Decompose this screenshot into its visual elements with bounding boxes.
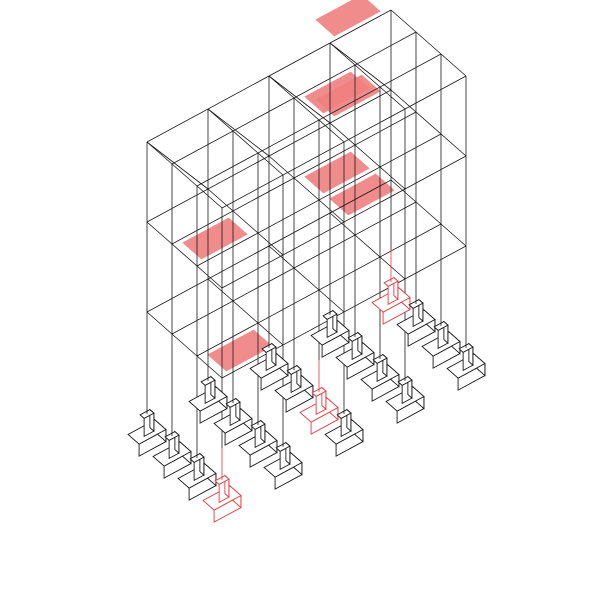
- brace-line: [207, 108, 270, 157]
- footing: [274, 338, 314, 413]
- beam-line: [146, 221, 223, 289]
- footing: [446, 316, 486, 391]
- highlighted-slab: [315, 0, 381, 37]
- beam-line: [171, 201, 417, 335]
- footing: [263, 415, 303, 490]
- beam-line: [207, 108, 284, 176]
- footing: [213, 371, 253, 446]
- beam-line: [146, 141, 223, 209]
- beam-line: [268, 245, 345, 313]
- highlighted-slab: [182, 217, 248, 260]
- beam-line: [207, 278, 284, 346]
- highlighted-slab: [207, 329, 273, 372]
- beam-line: [221, 245, 467, 379]
- footings: [127, 250, 486, 523]
- beam-line: [390, 9, 467, 77]
- footing: [152, 404, 192, 479]
- highlighted-footing: [371, 250, 411, 325]
- footing: [396, 272, 436, 347]
- beam-line: [390, 89, 467, 157]
- beam-line: [207, 188, 284, 256]
- footing: [421, 294, 461, 369]
- brace-line: [329, 42, 392, 91]
- beam-line: [329, 42, 406, 110]
- beam-line: [329, 212, 406, 280]
- beam-line: [171, 111, 417, 245]
- beam-line: [196, 53, 442, 187]
- footing: [188, 349, 228, 424]
- beam-line: [221, 155, 467, 289]
- highlighted-slab: [304, 151, 370, 194]
- footing: [249, 316, 289, 391]
- footing: [385, 349, 425, 424]
- brace-line: [268, 75, 331, 124]
- beam-line: [221, 75, 467, 209]
- beam-line: [196, 223, 442, 357]
- footing: [324, 382, 364, 457]
- beam-line: [268, 155, 345, 223]
- beam-line: [390, 179, 467, 247]
- footing: [127, 382, 167, 457]
- beam-line: [171, 31, 417, 165]
- footing: [335, 305, 375, 380]
- highlighted-footing: [202, 448, 242, 523]
- footing: [360, 327, 400, 402]
- highlighted-slab: [304, 71, 370, 114]
- footing: [238, 393, 278, 468]
- beam-line: [146, 179, 392, 313]
- highlighted-slabs: [182, 0, 395, 372]
- beam-line: [329, 122, 406, 190]
- beam-line: [196, 133, 442, 267]
- brace-line: [146, 141, 209, 190]
- beam-line: [146, 311, 223, 379]
- beam-line: [268, 75, 345, 143]
- footing: [310, 283, 350, 358]
- footing: [177, 426, 217, 501]
- highlighted-footing: [299, 360, 339, 435]
